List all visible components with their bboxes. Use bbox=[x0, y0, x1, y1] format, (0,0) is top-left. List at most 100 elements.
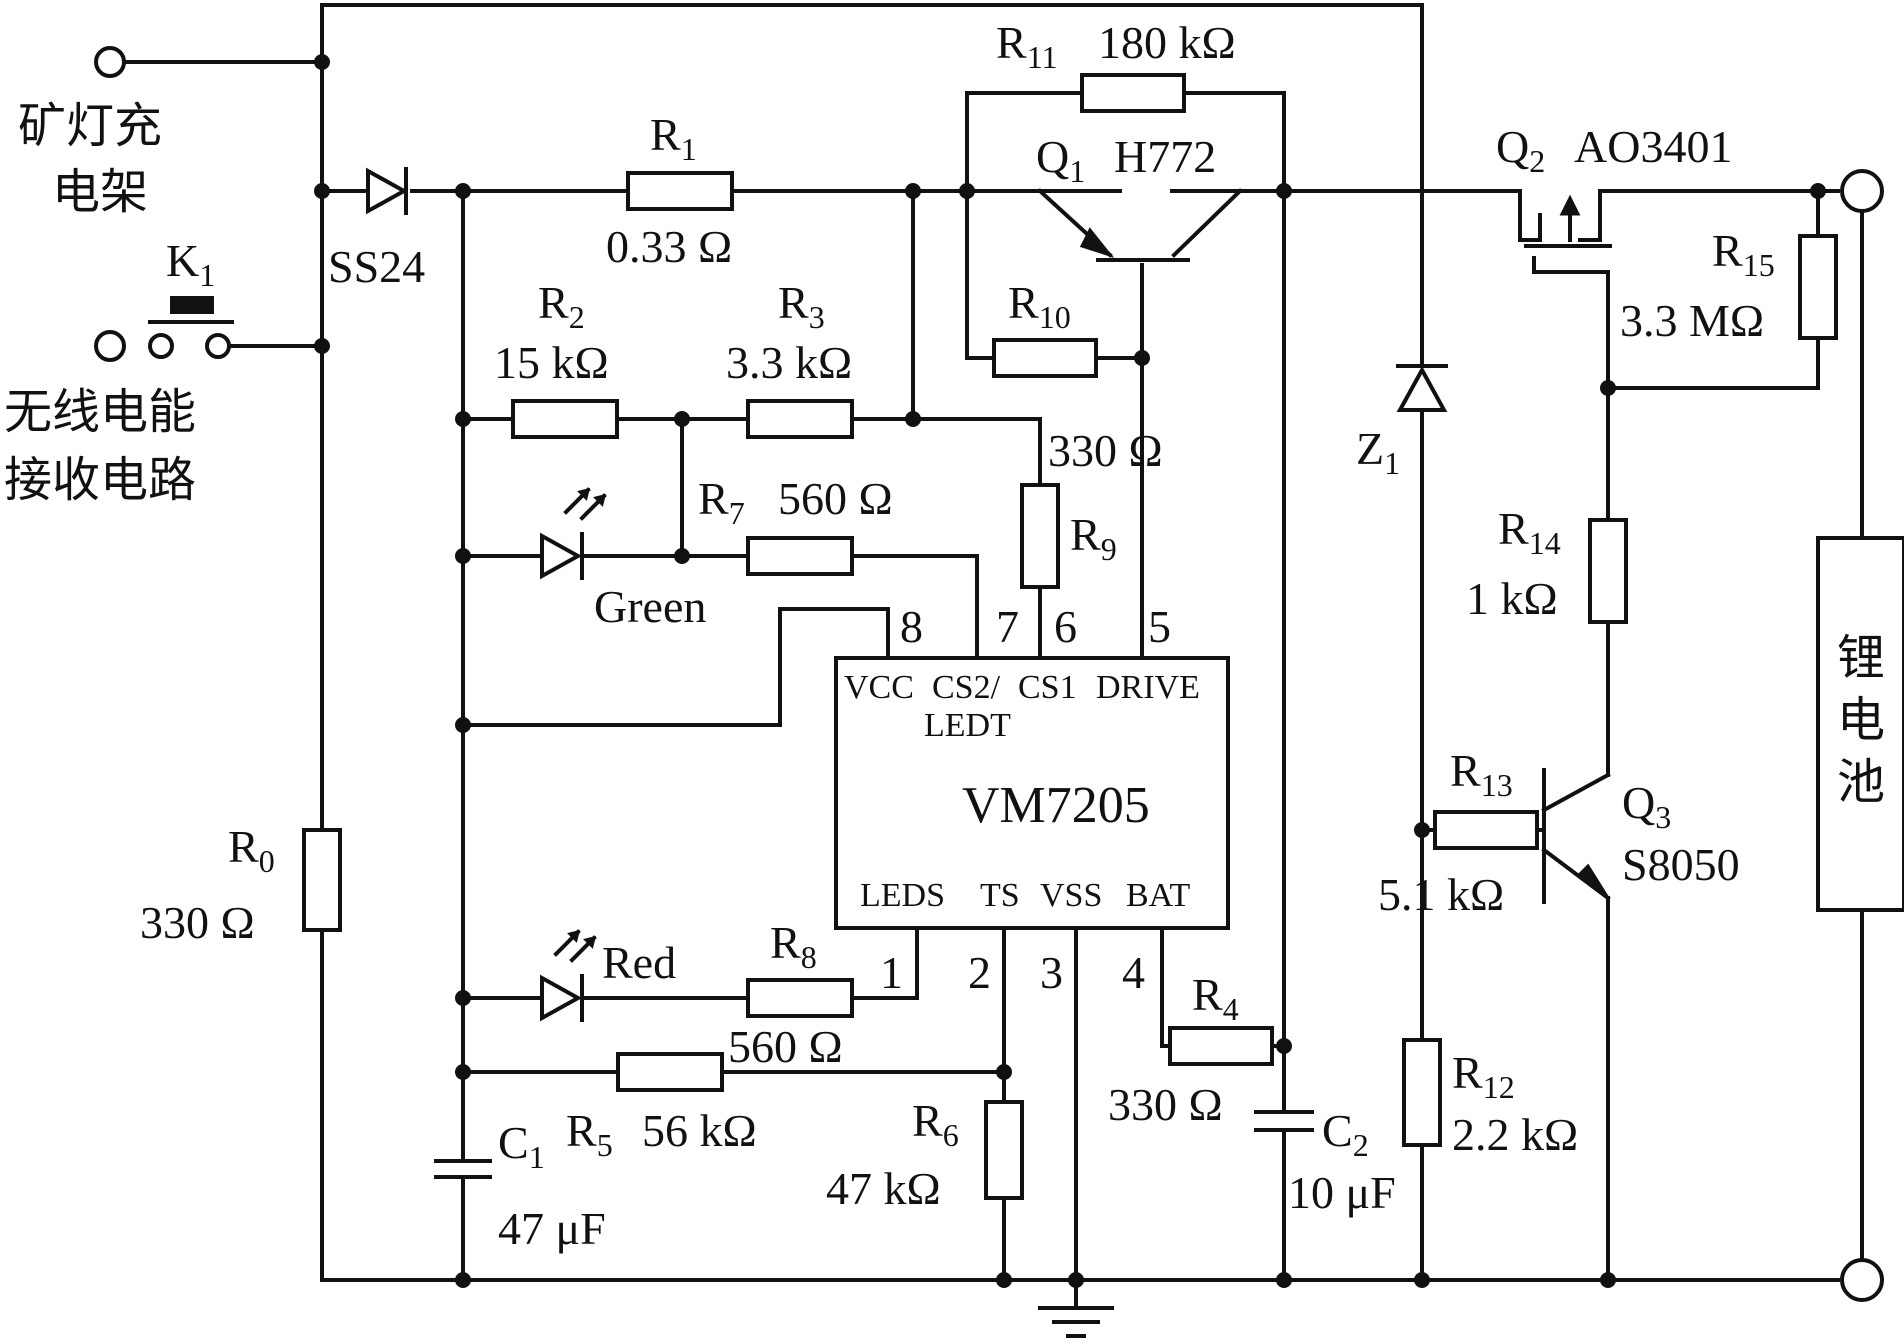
label-r13-ref: R13 bbox=[1450, 745, 1513, 803]
label-r4-value: 330 Ω bbox=[1108, 1079, 1223, 1130]
ic-pin-2: 2 bbox=[968, 947, 991, 998]
label-k1: K1 bbox=[166, 235, 215, 293]
label-z1-ref: Z1 bbox=[1356, 423, 1400, 481]
label-r2-ref: R2 bbox=[538, 277, 585, 335]
ic-pin-6: 6 bbox=[1054, 601, 1077, 652]
ic-vm7205 bbox=[834, 656, 1230, 930]
label-r9-ref: R9 bbox=[1070, 509, 1117, 567]
resistor-r4 bbox=[1168, 1026, 1274, 1066]
ic-pin-name-ts: TS bbox=[980, 877, 1020, 914]
label-battery-2: 电 bbox=[1837, 692, 1885, 748]
label-dock-line2: 电架 bbox=[52, 164, 148, 220]
transistor-q1 bbox=[1037, 188, 1243, 262]
label-q2-ref: Q2 bbox=[1496, 121, 1545, 179]
junctions bbox=[314, 54, 1826, 1288]
label-r4-ref: R4 bbox=[1192, 969, 1239, 1027]
label-r12-ref: R12 bbox=[1452, 1047, 1515, 1105]
label-wireless-line2: 接收电路 bbox=[4, 452, 196, 508]
label-r15-ref: R15 bbox=[1712, 225, 1775, 283]
label-r6-value: 47 kΩ bbox=[826, 1163, 941, 1214]
ic-pin-7: 7 bbox=[996, 601, 1019, 652]
resistor-r0 bbox=[302, 828, 342, 932]
label-q2-part: AO3401 bbox=[1574, 121, 1732, 172]
ic-pin-name-bat: BAT bbox=[1126, 877, 1190, 914]
resistor-r12 bbox=[1402, 1038, 1442, 1147]
battery-cell bbox=[1816, 536, 1904, 912]
label-q3-part: S8050 bbox=[1622, 839, 1740, 890]
label-battery-3: 池 bbox=[1837, 754, 1885, 810]
label-c2-value: 10 μF bbox=[1288, 1167, 1396, 1218]
label-q1-ref: Q1 bbox=[1036, 131, 1085, 189]
resistor-r14 bbox=[1588, 518, 1628, 624]
switch-k1 bbox=[148, 296, 234, 359]
label-led-red: Red bbox=[602, 937, 676, 988]
ic-pin-5: 5 bbox=[1148, 601, 1171, 652]
capacitor-c2 bbox=[1254, 1110, 1314, 1132]
label-r7-value: 560 Ω bbox=[778, 473, 893, 524]
resistor-r9 bbox=[1020, 483, 1060, 589]
led-green bbox=[540, 487, 607, 580]
terminal-dock bbox=[94, 46, 126, 78]
ic-pin-8: 8 bbox=[900, 601, 923, 652]
ground-icon bbox=[1038, 1306, 1114, 1338]
ic-pin-name-vss: VSS bbox=[1040, 877, 1102, 914]
label-r13-value: 5.1 kΩ bbox=[1378, 869, 1504, 920]
label-r14-value: 1 kΩ bbox=[1466, 573, 1558, 624]
label-r8-ref: R8 bbox=[770, 917, 817, 975]
diode-ss24 bbox=[366, 167, 409, 215]
resistor-r10 bbox=[992, 338, 1098, 378]
resistor-r6 bbox=[984, 1100, 1024, 1200]
label-battery-1: 锂 bbox=[1837, 630, 1885, 686]
label-led-green: Green bbox=[594, 581, 706, 632]
label-r11-value: 180 kΩ bbox=[1098, 17, 1236, 68]
resistors bbox=[302, 73, 1838, 1200]
ic-pin-name-vcc: VCC bbox=[844, 669, 914, 706]
label-r14-ref: R14 bbox=[1498, 503, 1561, 561]
label-r3-value: 3.3 kΩ bbox=[726, 337, 852, 388]
zener-z1 bbox=[1396, 364, 1448, 412]
label-wireless-line1: 无线电能 bbox=[4, 384, 196, 440]
label-r8-value: 560 Ω bbox=[728, 1021, 843, 1072]
resistor-r3 bbox=[746, 399, 854, 439]
ic-pin-name-cs2: CS2/ bbox=[932, 669, 1001, 706]
label-r5-ref: R5 bbox=[566, 1105, 613, 1163]
label-r12-value: 2.2 kΩ bbox=[1452, 1109, 1578, 1160]
label-r3-ref: R3 bbox=[778, 277, 825, 335]
label-c1-value: 47 μF bbox=[498, 1203, 606, 1254]
terminal-battery-pos bbox=[1840, 169, 1884, 213]
ic-pin-1: 1 bbox=[880, 947, 903, 998]
ic-name: VM7205 bbox=[962, 777, 1150, 834]
ic-pin-name-drive: DRIVE bbox=[1096, 669, 1200, 706]
resistor-r13 bbox=[1433, 810, 1539, 850]
label-r11-ref: R11 bbox=[996, 17, 1058, 75]
resistor-r1 bbox=[626, 171, 734, 211]
resistor-r7 bbox=[746, 536, 854, 576]
label-r0-ref: R0 bbox=[228, 821, 275, 879]
ic-pin-name-cs1: CS1 bbox=[1018, 669, 1077, 706]
label-r6-ref: R6 bbox=[912, 1095, 959, 1153]
terminal-battery-neg bbox=[1840, 1258, 1884, 1302]
resistor-r8 bbox=[746, 978, 854, 1018]
ic-pin-name-leds: LEDS bbox=[860, 877, 945, 914]
label-q1-part: H772 bbox=[1114, 131, 1216, 182]
capacitor-c1 bbox=[434, 1123, 492, 1179]
label-c2-ref: C2 bbox=[1322, 1105, 1369, 1163]
label-r2-value: 15 kΩ bbox=[494, 337, 609, 388]
led-red bbox=[540, 929, 597, 1022]
resistor-r5 bbox=[616, 1052, 724, 1092]
label-c1-ref: C1 bbox=[498, 1117, 545, 1175]
terminal-wireless bbox=[94, 330, 126, 362]
resistor-r11 bbox=[1080, 73, 1186, 113]
resistor-r2 bbox=[511, 399, 619, 439]
label-r1-value: 0.33 Ω bbox=[606, 221, 732, 272]
label-r10-ref: R10 bbox=[1008, 277, 1071, 335]
label-dock-line1: 矿灯充 bbox=[18, 98, 162, 154]
label-r15-value: 3.3 MΩ bbox=[1620, 295, 1764, 346]
transistor-q2 bbox=[1518, 189, 1612, 274]
label-r7-ref: R7 bbox=[698, 473, 745, 531]
label-r9-value: 330 Ω bbox=[1048, 425, 1163, 476]
wires bbox=[120, 3, 1864, 1310]
label-r0-value: 330 Ω bbox=[140, 897, 255, 948]
label-r1-ref: R1 bbox=[650, 109, 697, 167]
